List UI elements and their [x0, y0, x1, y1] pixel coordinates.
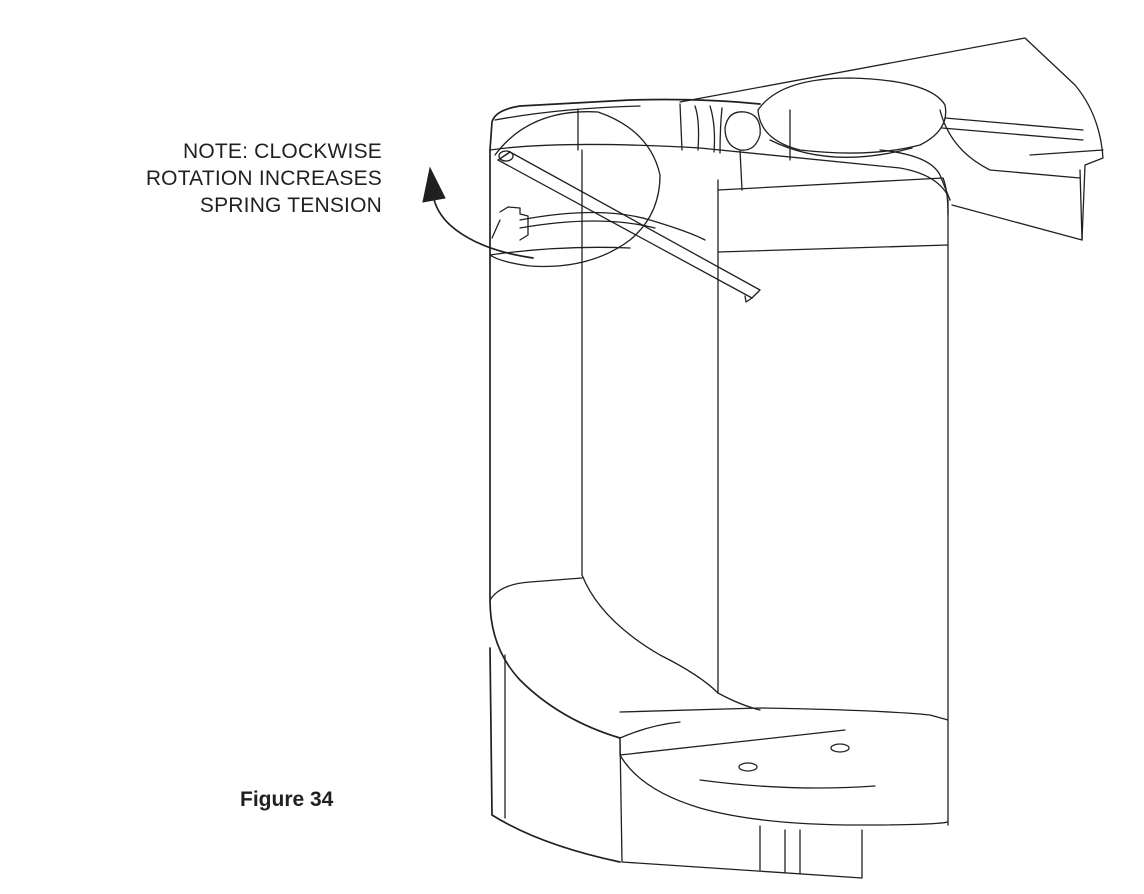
- rotation-note-line-3: SPRING TENSION: [199, 194, 382, 217]
- rear-arm: [679, 37, 1104, 241]
- detail-circle: [489, 111, 661, 268]
- housing-top: [489, 98, 951, 201]
- housing-skirt: [489, 647, 863, 879]
- curved-arrow-icon: [422, 166, 534, 259]
- rotation-note-line-1: NOTE: CLOCKWISE: [182, 140, 382, 163]
- housing-base: [619, 692, 949, 826]
- figure-caption: Figure 34: [240, 788, 334, 811]
- spring-clip: [491, 206, 706, 241]
- torsion-bar: [497, 150, 761, 303]
- housing-body: [489, 149, 949, 826]
- rotation-note: NOTE: CLOCKWISE ROTATION INCREASES SPRIN…: [110, 138, 382, 219]
- rotation-note-line-2: ROTATION INCREASES: [145, 167, 382, 190]
- pivot-boss: [757, 77, 947, 158]
